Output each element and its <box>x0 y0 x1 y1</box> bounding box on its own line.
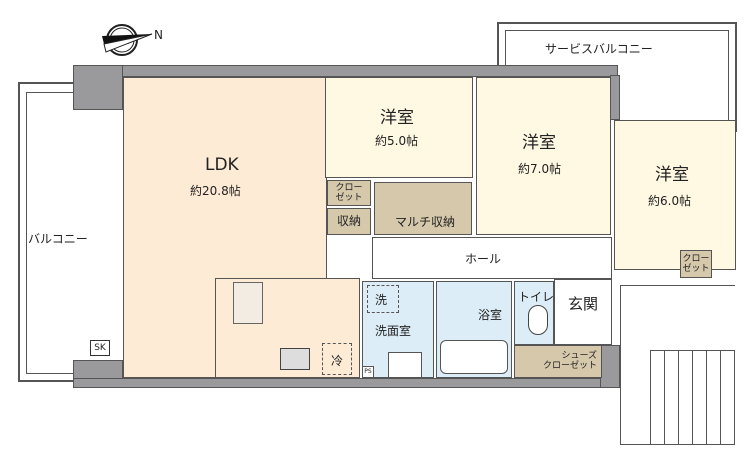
sink-icon <box>233 282 263 324</box>
toilet-label: トイレ <box>518 290 555 304</box>
wall <box>610 75 620 120</box>
washer-space: 洗 <box>367 285 399 313</box>
shoe-closet: シューズ クローゼット <box>514 345 602 378</box>
western1-size: 約5.0帖 <box>375 134 419 148</box>
room-western-1 <box>325 77 473 178</box>
hall <box>372 237 612 279</box>
closet-1: クロー ゼット <box>327 180 371 206</box>
sk-box: SK <box>90 340 110 356</box>
multi-storage-label: マルチ収納 <box>395 215 456 229</box>
multi-storage <box>374 182 472 235</box>
toilet-icon <box>528 305 548 335</box>
washroom-label: 洗面室 <box>375 324 412 338</box>
ldk-size: 約20.8帖 <box>190 184 241 198</box>
room-western-2 <box>476 77 611 235</box>
bathtub-icon <box>440 340 508 374</box>
service-balcony-label: サービスバルコニー <box>545 42 653 56</box>
bathroom-label: 浴室 <box>478 308 503 322</box>
closet-3: クロー ゼット <box>680 250 712 278</box>
fridge-space: 冷 <box>322 343 352 375</box>
balcony-label: バルコニー <box>28 232 88 246</box>
compass-label: N <box>154 28 163 42</box>
stove-icon <box>280 348 310 370</box>
western3-name: 洋室 <box>655 165 689 185</box>
washbasin-icon <box>388 352 422 378</box>
washer-label: 洗 <box>375 293 388 307</box>
ldk-name: LDK <box>205 155 239 175</box>
balcony <box>18 82 75 382</box>
entrance-label: 玄関 <box>568 295 599 313</box>
fridge-label: 冷 <box>331 354 344 368</box>
compass-icon <box>102 24 153 56</box>
balcony-rail <box>26 92 75 374</box>
western2-size: 約7.0帖 <box>518 162 562 176</box>
compass: N <box>100 22 163 58</box>
room-western-3 <box>614 120 736 270</box>
storage: 収納 <box>327 208 371 235</box>
western3-size: 約6.0帖 <box>648 194 692 208</box>
hall-label: ホール <box>465 252 502 266</box>
stair-steps <box>650 350 735 445</box>
ps-label: PS <box>362 366 374 378</box>
wall-bottom <box>73 378 618 388</box>
wall-top <box>73 65 618 77</box>
wall-corner <box>73 65 123 110</box>
entrance <box>554 279 612 345</box>
western1-name: 洋室 <box>380 108 414 128</box>
wall <box>600 345 620 388</box>
western2-name: 洋室 <box>522 133 556 153</box>
